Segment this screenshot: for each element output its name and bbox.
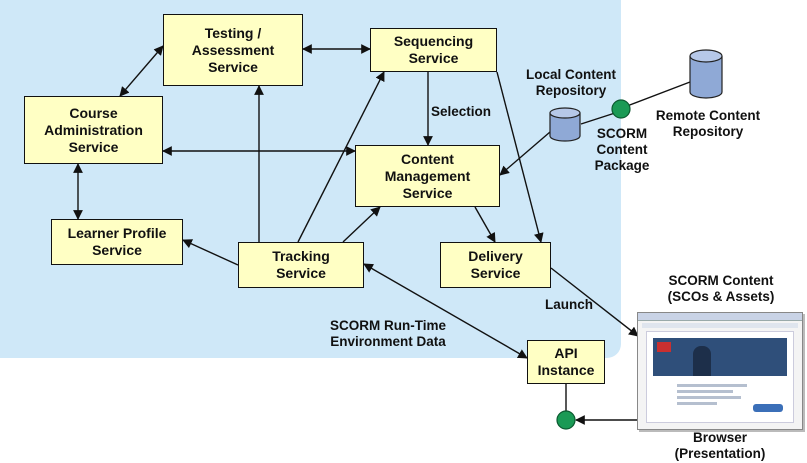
remote-content-repository-label: Remote Content Repository (655, 108, 761, 139)
api-instance-box: API Instance (527, 340, 605, 384)
browser-presentation-label: Browser (Presentation) (674, 430, 766, 461)
selection-label: Selection (431, 104, 492, 119)
edge-tracking-api (363, 263, 528, 359)
scorm-content-label: SCORM Content (SCOs & Assets) (667, 273, 775, 304)
edge-testing-course (119, 45, 164, 97)
testing-assessment-service-box: Testing / Assessment Service (163, 14, 303, 86)
scorm-runtime-data-label: SCORM Run-Time Environment Data (329, 318, 446, 349)
browser-connector-dot-icon (556, 410, 576, 430)
learner-profile-service-box: Learner Profile Service (51, 219, 183, 265)
tracking-service-box: Tracking Service (238, 242, 364, 288)
edge-remote-connector (626, 81, 691, 107)
delivery-service-box: Delivery Service (440, 242, 551, 288)
scorm-content-package-label: SCORM Content Package (594, 126, 650, 173)
local-content-repository-label: Local Content Repository (526, 67, 616, 98)
remote-repository-cylinder-icon (689, 49, 723, 99)
edge-tracking-sequencing (297, 71, 385, 243)
course-administration-service-box: Course Administration Service (24, 96, 163, 164)
launch-label: Launch (545, 297, 594, 312)
local-repository-cylinder-icon (549, 107, 581, 142)
edge-connector-local (580, 112, 616, 125)
edge-content-delivery (474, 206, 496, 243)
content-management-service-box: Content Management Service (355, 145, 500, 207)
sequencing-service-box: Sequencing Service (370, 28, 497, 72)
package-connector-dot-icon (611, 99, 631, 119)
edge-local-content (499, 131, 551, 176)
edge-tracking-learner (182, 239, 239, 266)
edge-sequencing-delivery (496, 71, 544, 243)
edge-delivery-browser (550, 267, 639, 337)
edge-tracking-content (342, 206, 381, 243)
browser-screenshot-icon (637, 312, 803, 430)
